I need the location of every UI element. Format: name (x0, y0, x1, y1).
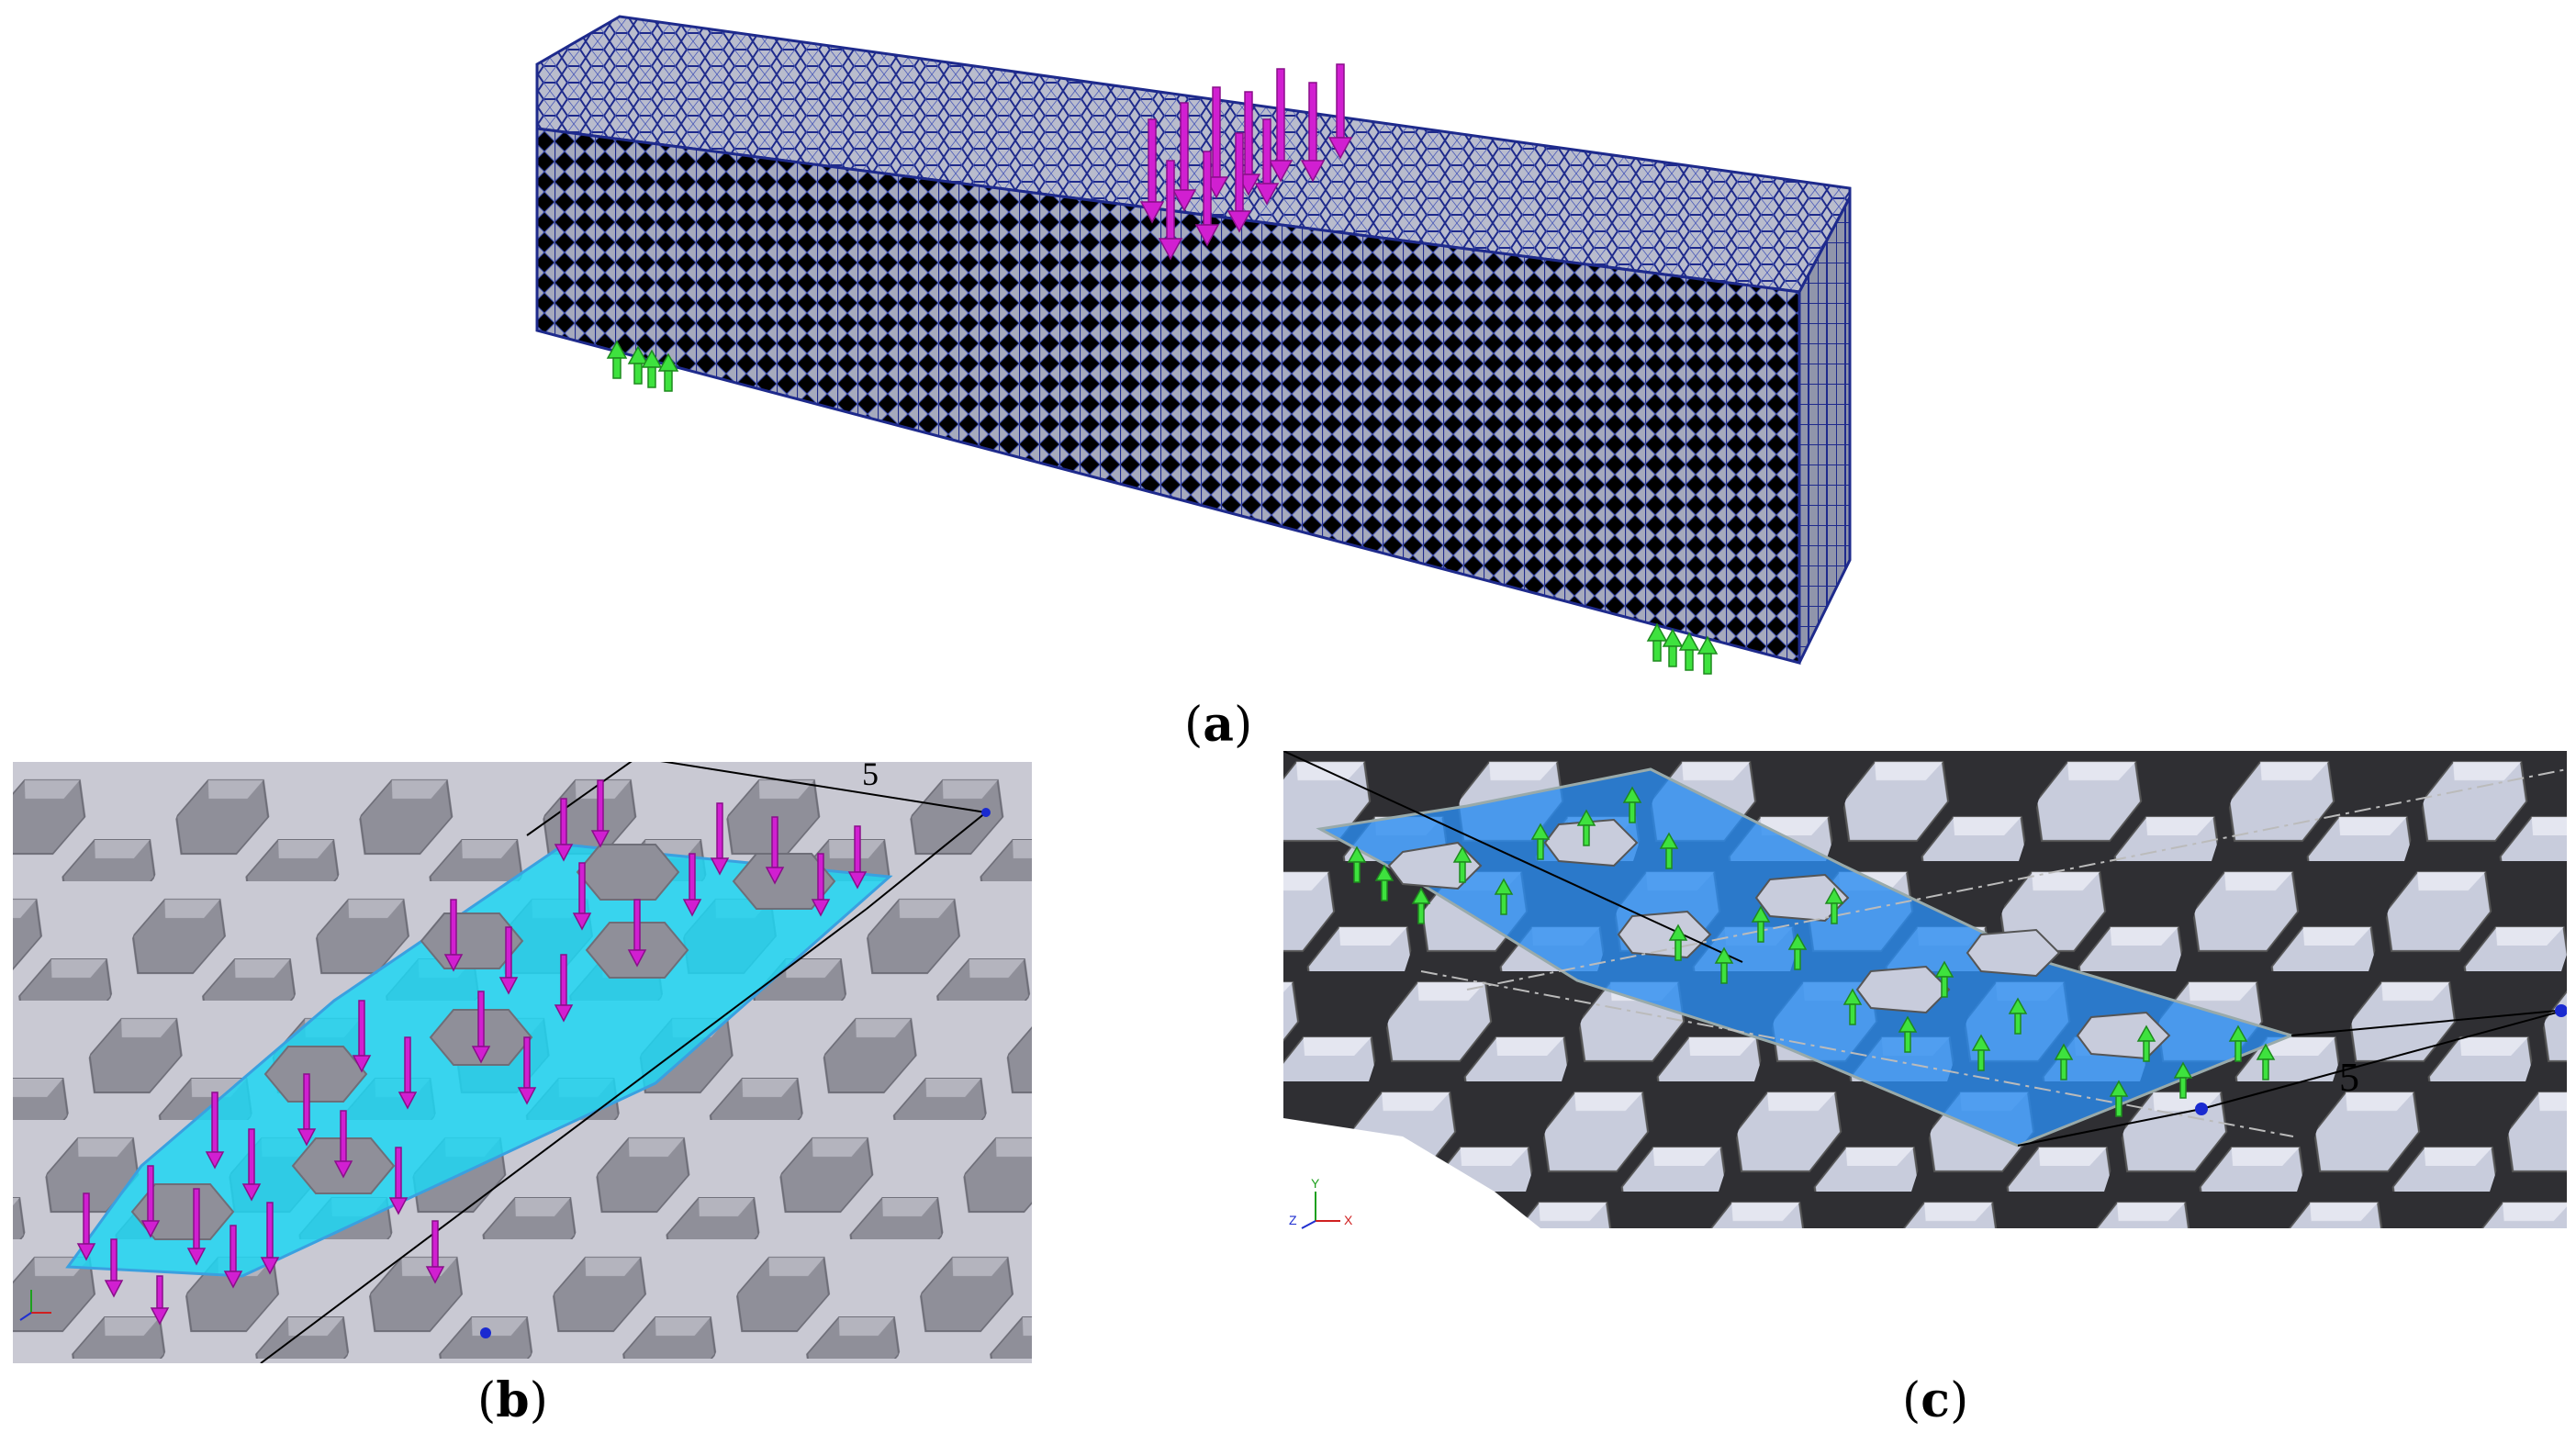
beam-drawing (535, 15, 1852, 675)
dimension-anchor-b (480, 1327, 491, 1338)
caption-a: (a) (1184, 697, 1253, 753)
axis-label-y: Y (1311, 1176, 1320, 1191)
axis-triad-b (19, 1290, 51, 1321)
dimension-label-c: 5 (2339, 1055, 2359, 1100)
support-arrows-c (1347, 786, 2276, 1117)
load-arrows-b (76, 779, 868, 1326)
support-region-drawing: 5 (1283, 751, 2567, 1364)
beam-end-face (1798, 196, 1852, 664)
panel-b-load-region: 5 (13, 762, 1032, 1363)
dimension-line-b (260, 762, 987, 1363)
load-region-drawing: 5 (13, 762, 1032, 1363)
dimension-anchor-c-left (2195, 1103, 2208, 1115)
dimension-anchor-c-right (2555, 1004, 2567, 1017)
support-arrows-left (606, 340, 679, 392)
axis-label-z: Z (1289, 1213, 1297, 1227)
axis-label-x: X (1344, 1213, 1353, 1227)
load-arrows (1139, 63, 1353, 261)
support-arrows-right (1646, 622, 1719, 675)
caption-b: (b) (477, 1372, 548, 1428)
caption-c: (c) (1902, 1372, 1969, 1428)
axis-triad-c (1301, 1192, 1340, 1229)
dimension-label-b: 5 (862, 762, 879, 792)
dimension-line-c (1283, 751, 2567, 1147)
panel-a-lattice-beam (514, 0, 1928, 698)
panel-c-support-region: 5 (1283, 751, 2567, 1364)
